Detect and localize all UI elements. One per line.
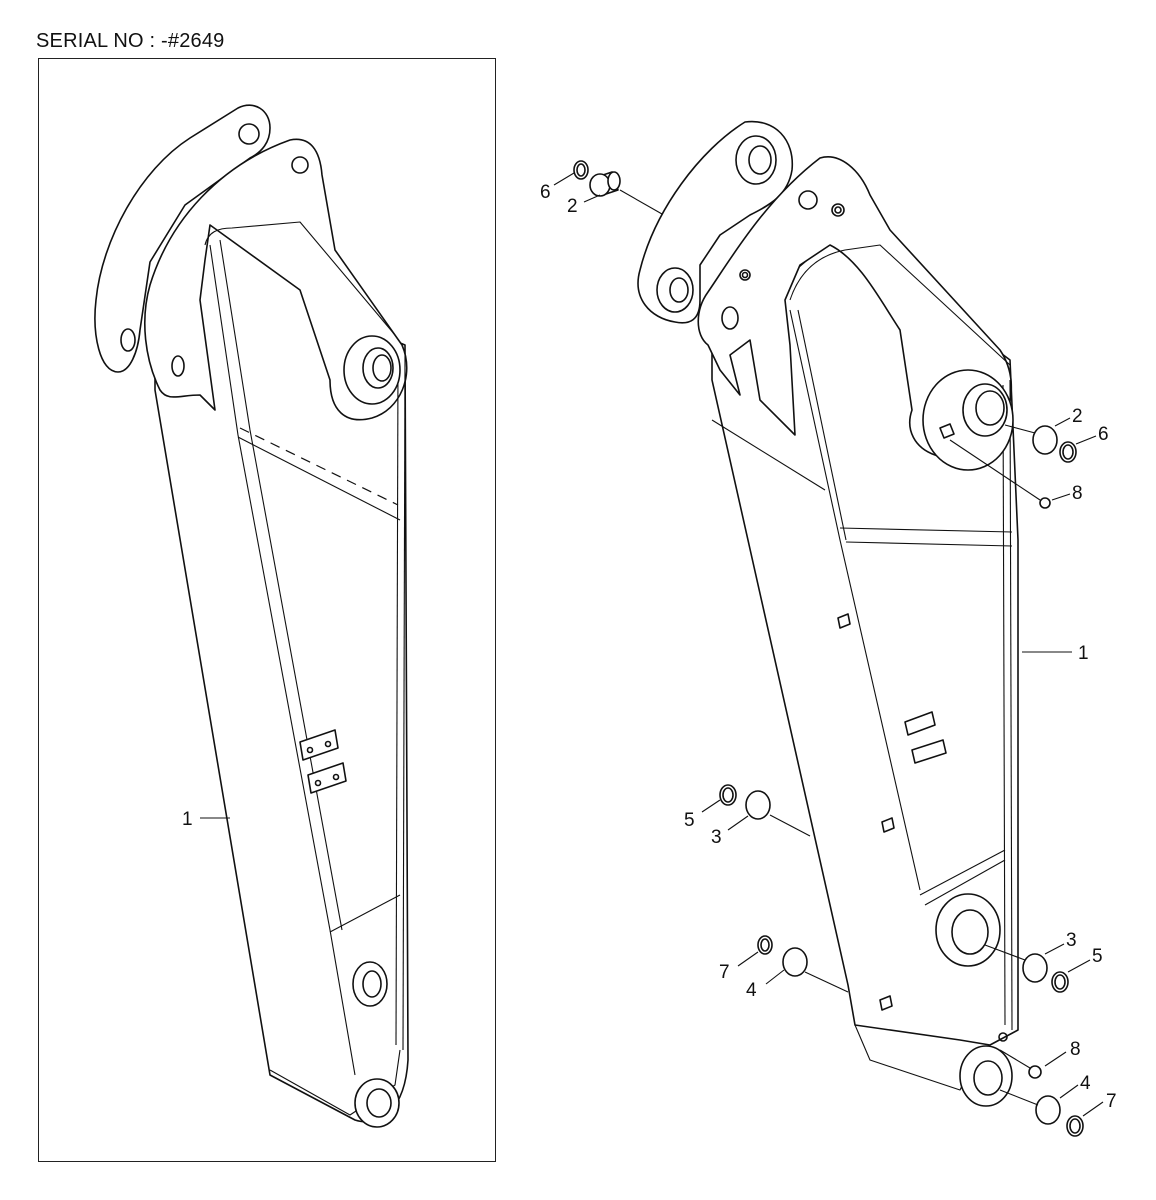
callout-5-right: 5 [1092, 946, 1103, 967]
callout-3-left: 3 [711, 827, 722, 848]
right-boom-drawing [637, 120, 1019, 1107]
part-bushing-4-left [782, 947, 808, 977]
part-bushing-2-right [1032, 425, 1058, 455]
callout-4-left: 4 [746, 980, 757, 1001]
right-mount-plate-1 [904, 711, 936, 736]
callout-6-top: 6 [540, 182, 551, 203]
part-fitting-8-top [1039, 497, 1051, 509]
left-rear-flange [94, 104, 271, 373]
part-bushing-4-right [1035, 1095, 1061, 1125]
right-cylinder-boss [922, 369, 1014, 471]
callout-7-left: 7 [719, 962, 730, 983]
left-boom-drawing [94, 104, 409, 1128]
callout-2-right: 2 [1072, 406, 1083, 427]
right-tip-boss [959, 1045, 1013, 1107]
callout-7-right: 7 [1106, 1091, 1117, 1112]
part-bushing-3-right [1022, 953, 1048, 983]
serial-number-title: SERIAL NO : -#2649 [36, 30, 225, 52]
part-bushing-3-left [745, 790, 771, 820]
callout-8-top: 8 [1072, 483, 1083, 504]
left-lower-boss [352, 961, 388, 1007]
callout-5-left: 5 [684, 810, 695, 831]
callout-4-right: 4 [1080, 1073, 1091, 1094]
right-callouts: 6 2 2 6 8 1 5 3 3 5 7 4 8 4 7 [540, 172, 1117, 1117]
part-bushing-2-top [589, 173, 611, 197]
left-cylinder-boss [343, 335, 401, 405]
callout-1-left: 1 [182, 809, 193, 830]
exploded-parts [573, 160, 1084, 1137]
left-view-frame [38, 58, 496, 1162]
left-front-hole-top [291, 156, 309, 174]
callout-2-top: 2 [567, 196, 578, 217]
callout-3-right: 3 [1066, 930, 1077, 951]
callout-6-right: 6 [1098, 424, 1109, 445]
left-rear-pin-hole-bottom [120, 328, 136, 352]
right-mount-plate-2 [911, 739, 947, 764]
callout-8-bottom: 8 [1070, 1039, 1081, 1060]
left-tip-boss [354, 1078, 400, 1128]
left-front-flange [144, 138, 408, 421]
callout-1-right: 1 [1078, 643, 1089, 664]
left-rear-pin-hole-top [238, 123, 260, 145]
left-front-hole-bottom [171, 355, 185, 377]
part-fitting-8-bottom [1028, 1065, 1042, 1079]
right-lower-boss [935, 893, 1001, 967]
